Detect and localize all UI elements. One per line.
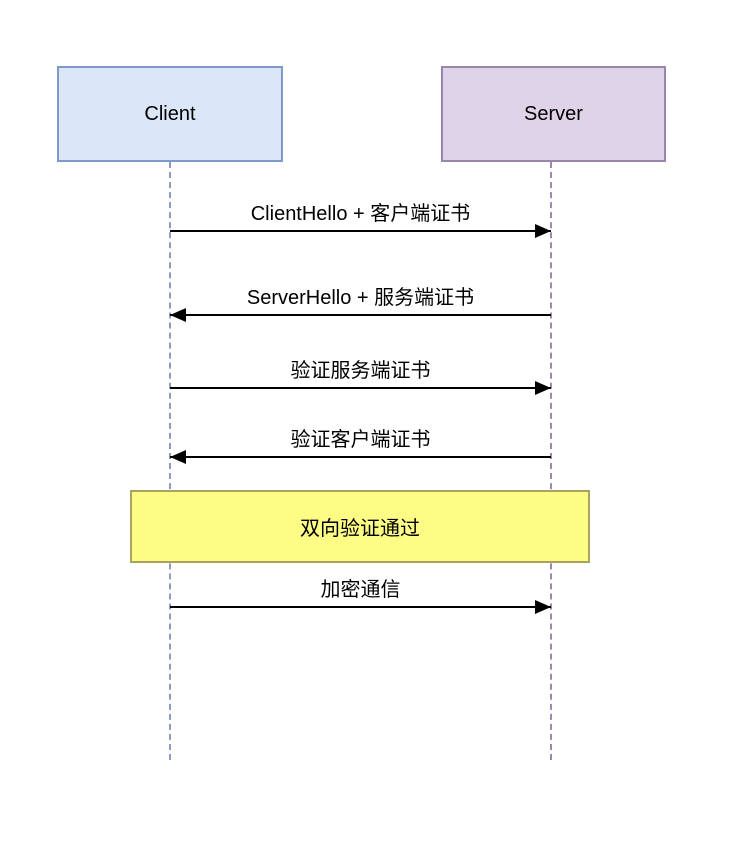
message-server-hello: ServerHello + 服务端证书: [170, 284, 551, 322]
message-encrypted-communication: 加密通信: [170, 576, 551, 614]
message-client-hello-arrow: [170, 224, 551, 238]
arrowhead-right-icon: [535, 381, 551, 395]
message-server-hello-label: ServerHello + 服务端证书: [246, 287, 475, 309]
message-verify-server-cert: 验证服务端证书: [170, 357, 551, 395]
note-mutual-verification-passed: 双向验证通过: [130, 490, 590, 563]
arrowhead-right-icon: [535, 600, 551, 614]
message-encrypted-communication-label: 加密通信: [320, 579, 401, 601]
message-verify-client-cert-label: 验证客户端证书: [290, 429, 431, 451]
participant-client: Client: [57, 66, 283, 162]
participant-client-label: Client: [144, 102, 196, 125]
message-verify-server-cert-label: 验证服务端证书: [290, 360, 431, 382]
participant-server: Server: [441, 66, 666, 162]
message-server-hello-arrow: [170, 308, 551, 322]
arrowhead-left-icon: [170, 450, 186, 464]
arrowhead-left-icon: [170, 308, 186, 322]
note-label: 双向验证通过: [300, 518, 420, 540]
message-client-hello-label: ClientHello + 客户端证书: [250, 203, 471, 225]
arrowhead-right-icon: [535, 224, 551, 238]
message-verify-server-cert-arrow: [170, 381, 551, 395]
participant-server-label: Server: [524, 102, 583, 125]
message-encrypted-communication-arrow: [170, 600, 551, 614]
message-client-hello: ClientHello + 客户端证书: [170, 200, 551, 238]
server-lifeline: [550, 162, 552, 760]
message-verify-client-cert-arrow: [170, 450, 551, 464]
message-verify-client-cert: 验证客户端证书: [170, 426, 551, 464]
